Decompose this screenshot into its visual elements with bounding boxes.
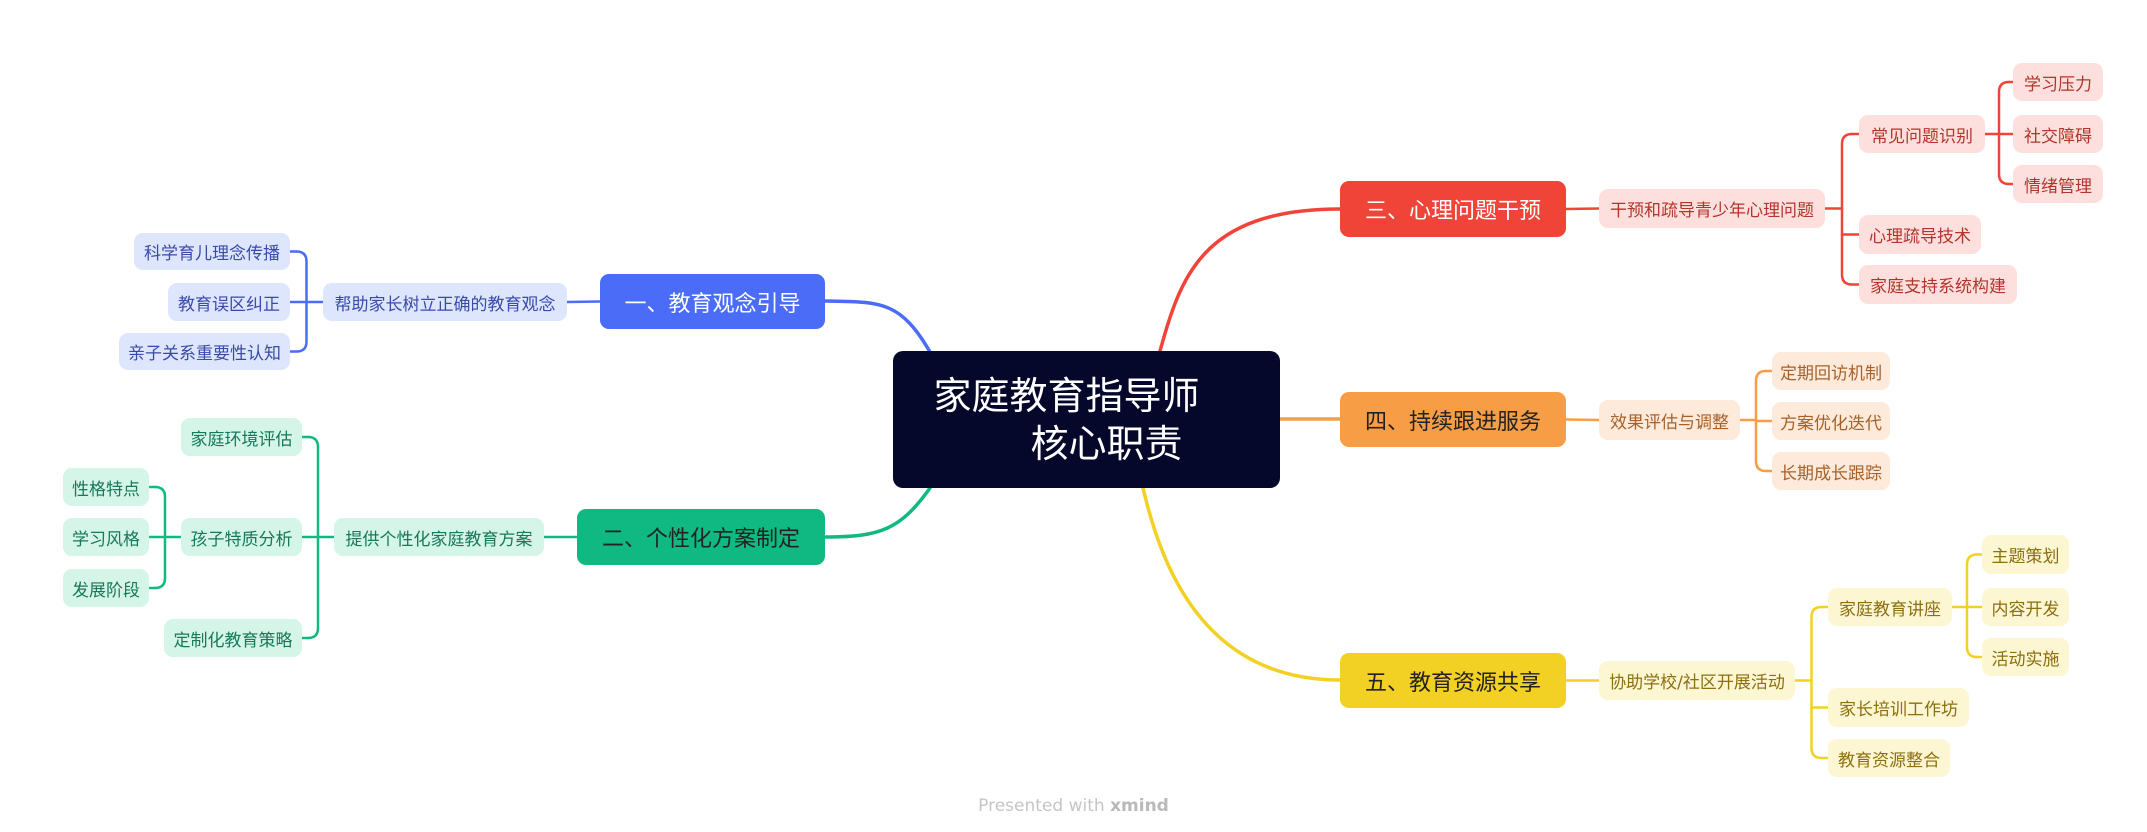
xmind-logo: xmind <box>1110 796 1169 816</box>
leaf-theme-planning[interactable]: 主题策划 <box>1982 535 2069 574</box>
branch-psychological-intervention[interactable]: 三、心理问题干预 <box>1340 181 1566 237</box>
leaf-study-pressure[interactable]: 学习压力 <box>2013 63 2103 101</box>
subtopic-effect-evaluation[interactable]: 效果评估与调整 <box>1599 400 1740 440</box>
leaf-plan-optimization[interactable]: 方案优化迭代 <box>1772 402 1890 440</box>
subtopic-youth-psychology[interactable]: 干预和疏导青少年心理问题 <box>1599 189 1825 228</box>
leaf-misconception-correction[interactable]: 教育误区纠正 <box>168 283 290 321</box>
branch-personalized-plan[interactable]: 二、个性化方案制定 <box>577 509 825 565</box>
leaf-counseling-techniques[interactable]: 心理疏导技术 <box>1859 215 1981 254</box>
connector-line <box>1141 486 1342 682</box>
connector-line <box>1158 207 1342 353</box>
leaf-scientific-parenting[interactable]: 科学育儿理念传播 <box>134 233 290 270</box>
leaf-activity-implementation[interactable]: 活动实施 <box>1982 638 2069 676</box>
connector-line <box>1564 418 1601 422</box>
subtopic-school-community[interactable]: 协助学校/社区开展活动 <box>1599 661 1795 700</box>
central-topic-line1: 家庭教育指导师 <box>933 373 1200 418</box>
leaf-common-problems[interactable]: 常见问题识别 <box>1859 115 1985 153</box>
central-topic[interactable]: 家庭教育指导师 核心职责 <box>893 351 1280 488</box>
leaf-child-traits[interactable]: 孩子特质分析 <box>181 518 302 556</box>
connector-line <box>1564 207 1601 211</box>
leaf-custom-strategy[interactable]: 定制化教育策略 <box>164 619 302 657</box>
footer-prefix: Presented with <box>978 796 1111 816</box>
leaf-family-environment[interactable]: 家庭环境评估 <box>181 418 302 456</box>
subtopic-correct-concept[interactable]: 帮助家长树立正确的教育观念 <box>323 283 567 321</box>
connector-line <box>565 300 602 304</box>
leaf-parent-child-relationship[interactable]: 亲子关系重要性认知 <box>119 333 290 370</box>
leaf-emotion-management[interactable]: 情绪管理 <box>2013 165 2103 203</box>
footer-credit: Presented with xmind <box>0 796 2147 816</box>
leaf-long-term-tracking[interactable]: 长期成长跟踪 <box>1772 452 1890 490</box>
central-topic-line2: 核心职责 <box>1030 421 1183 466</box>
branch-education-concept[interactable]: 一、教育观念引导 <box>600 274 825 329</box>
leaf-content-development[interactable]: 内容开发 <box>1982 588 2069 626</box>
leaf-family-support[interactable]: 家庭支持系统构建 <box>1859 265 2017 304</box>
subtopic-personalized-plan[interactable]: 提供个性化家庭教育方案 <box>334 518 544 556</box>
leaf-development-stage[interactable]: 发展阶段 <box>63 569 149 607</box>
leaf-personality[interactable]: 性格特点 <box>63 468 149 506</box>
branch-resource-sharing[interactable]: 五、教育资源共享 <box>1340 653 1566 708</box>
leaf-resource-integration[interactable]: 教育资源整合 <box>1828 739 1950 777</box>
branch-follow-up-service[interactable]: 四、持续跟进服务 <box>1340 392 1566 447</box>
leaf-parent-workshop[interactable]: 家长培训工作坊 <box>1828 688 1969 727</box>
connector-line <box>823 486 932 539</box>
leaf-regular-revisit[interactable]: 定期回访机制 <box>1772 352 1890 390</box>
leaf-social-obstacles[interactable]: 社交障碍 <box>2013 115 2103 153</box>
connector-line <box>1810 605 1823 760</box>
connector-line <box>1840 132 1854 286</box>
leaf-learning-style[interactable]: 学习风格 <box>63 518 149 556</box>
connector-line <box>823 299 932 354</box>
leaf-family-lecture[interactable]: 家庭教育讲座 <box>1828 588 1952 626</box>
